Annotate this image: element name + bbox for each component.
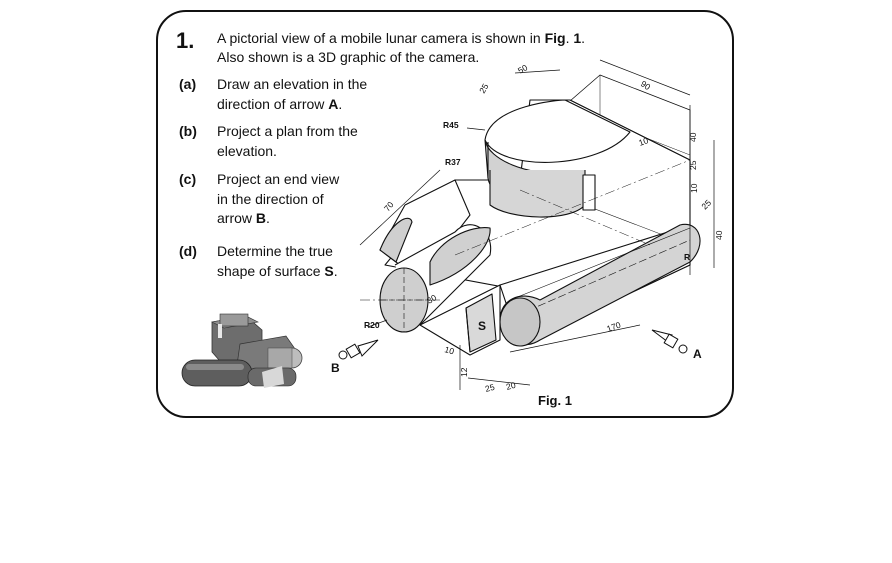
dim-12: 12 [459,367,469,377]
dim-25-b: 25 [699,197,713,211]
intro-line-2: Also shown is a 3D graphic of the camera… [217,49,480,65]
part-c-label: (c) [179,171,197,187]
part-b-line-2: elevation. [217,142,277,159]
question-number: 1. [176,28,195,53]
part-a-period: . [338,95,343,112]
surface-s-label: S [478,319,486,333]
part-a-line-2: direction of arrow [217,95,329,112]
arrow-a-label: A [693,347,702,361]
dim-10-a: 10 [637,135,650,148]
part-b-label: (b) [179,123,197,139]
camera-3d-graphic [181,313,303,388]
dim-r45: R45 [443,120,459,130]
dim-40-side: 40 [714,230,724,240]
dim-40-top: 40 [688,132,698,142]
dim-30: 30 [425,292,438,306]
part-c-text: Project an end view in the direction of … [217,170,392,229]
dim-r: R [684,252,690,262]
question-intro: A pictorial view of a mobile lunar camer… [217,29,617,67]
part-c-line-2: in the direction of [217,190,324,207]
figure-caption: Fig. 1 [538,393,572,408]
intro-fig-number: 1 [573,30,582,46]
part-c-line-1: Project an end view [217,171,340,187]
part-a-text: Draw an elevation in the direction of ar… [217,75,392,114]
dim-25-low: 25 [484,382,496,394]
part-b-line-1: Project a plan from the [217,123,358,139]
dim-25-right: 25 [688,160,698,170]
intro-text-2: . [565,30,574,46]
arrow-b-label: B [331,361,340,375]
part-c-period: . [266,210,270,226]
part-c-line-3: arrow [217,210,256,226]
dim-r37: R37 [445,157,461,167]
part-d-label: (d) [179,243,197,259]
dim-10-low: 10 [443,344,455,356]
part-d-line-2: shape of surface [217,262,325,279]
part-d-period: . [333,262,338,279]
dim-70: 70 [382,199,396,213]
pictorial-view [359,59,715,390]
intro-text-3: . [581,30,586,46]
arrow-a-symbol [651,329,688,354]
part-d-text: Determine the true shape of surface S. [217,242,392,281]
part-d-surface-ref: S [324,262,334,279]
part-a-line-1: Draw an elevation in the [217,76,368,92]
intro-fig-word: Fig [544,30,566,46]
part-c-arrow-ref: B [255,210,267,226]
dim-25-top: 25 [477,82,491,95]
dim-50: 50 [516,62,529,76]
dim-10-b: 10 [689,183,699,193]
dim-90: 90 [639,78,653,92]
part-a-arrow-ref: A [328,95,339,112]
part-b-text: Project a plan from the elevation. [217,122,392,161]
dim-r20: R20 [364,320,380,330]
part-d-line-1: Determine the true [217,243,333,259]
part-a-label: (a) [179,76,197,92]
arrow-b-symbol [338,339,379,360]
dim-170: 170 [605,320,622,334]
intro-text-1: A pictorial view of a mobile lunar camer… [217,30,545,46]
dim-20: 20 [505,380,517,392]
